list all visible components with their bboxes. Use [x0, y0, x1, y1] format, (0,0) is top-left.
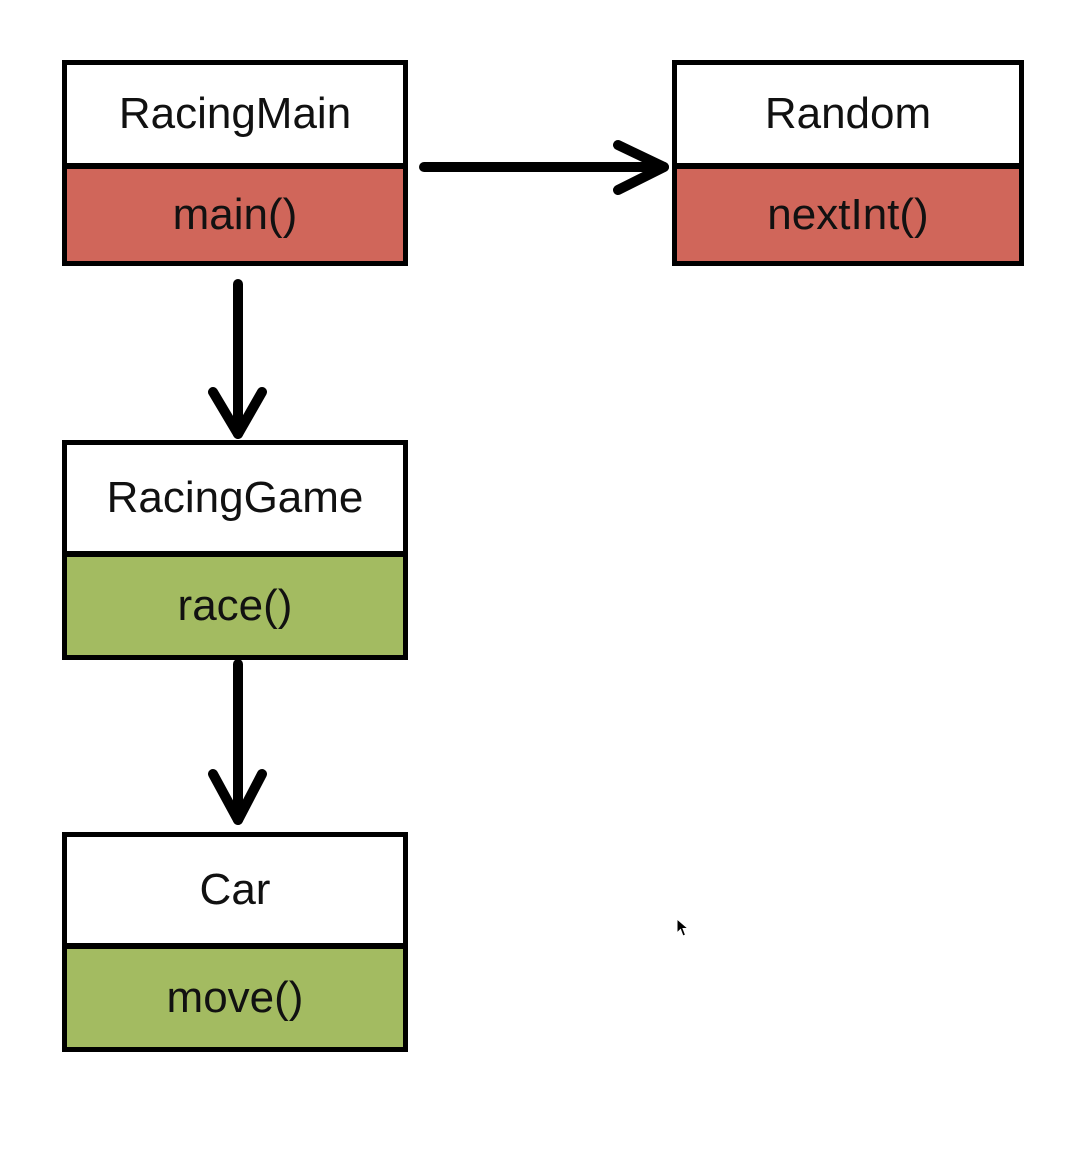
class-box-racinggame: RacingGame race(): [62, 440, 408, 660]
method-move: move(): [67, 949, 403, 1047]
arrow-racinggame-to-car: [208, 659, 267, 825]
arrow-racingmain-to-random: [419, 140, 669, 195]
method-race: race(): [67, 557, 403, 655]
class-box-racingmain: RacingMain main(): [62, 60, 408, 266]
class-name-racinggame: RacingGame: [67, 445, 403, 557]
mouse-pointer-icon: [676, 918, 690, 937]
class-name-car: Car: [67, 837, 403, 949]
class-name-random: Random: [677, 65, 1019, 169]
class-box-random: Random nextInt(): [672, 60, 1024, 266]
class-box-car: Car move(): [62, 832, 408, 1052]
arrow-racingmain-to-racinggame: [208, 279, 267, 439]
method-main: main(): [67, 169, 403, 261]
class-name-racingmain: RacingMain: [67, 65, 403, 169]
method-nextint: nextInt(): [677, 169, 1019, 261]
